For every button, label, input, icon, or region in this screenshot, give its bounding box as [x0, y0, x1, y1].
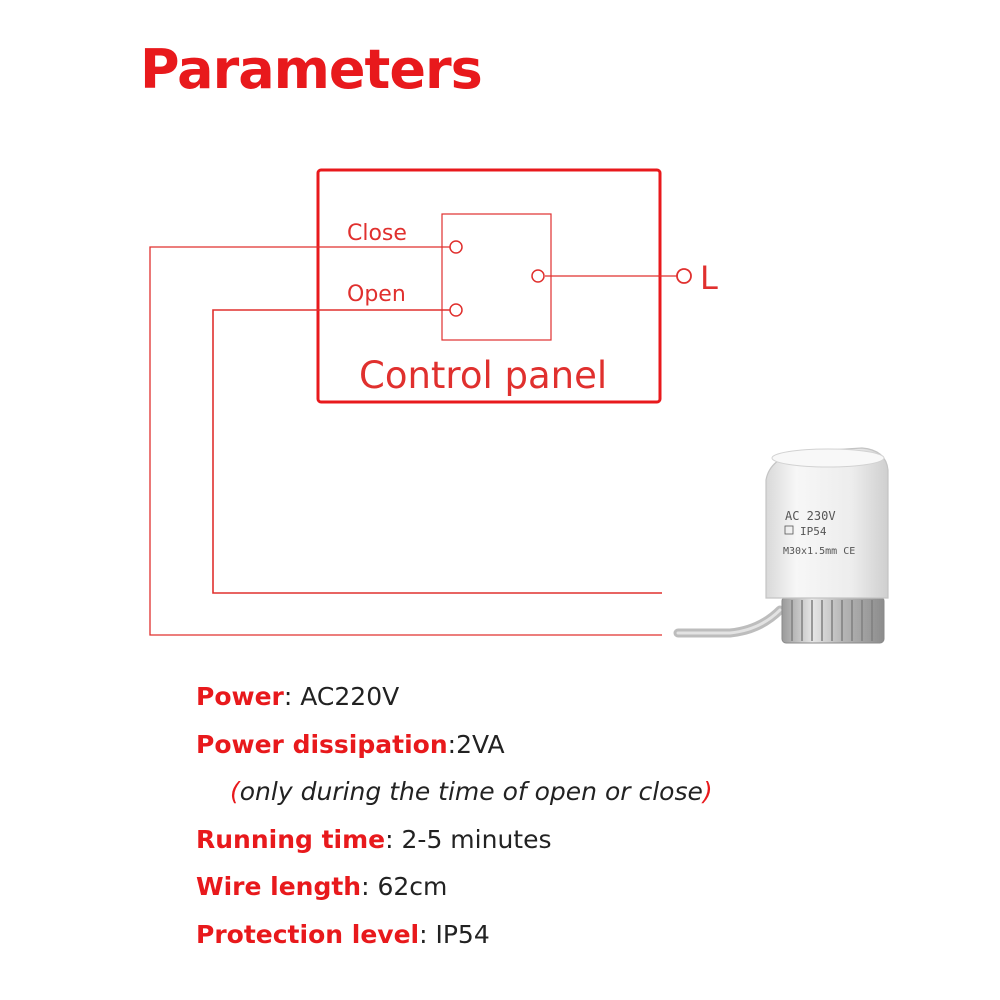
spec-power: Power: AC220V — [196, 675, 956, 723]
spec-power-value: AC220V — [300, 682, 400, 711]
close-wire — [149, 246, 662, 636]
switch-box — [441, 213, 552, 341]
spec-running-key: Running time — [196, 824, 386, 854]
spec-running-value: 2-5 minutes — [401, 824, 552, 854]
live-label: L — [700, 259, 718, 297]
spec-dissipation-note: (only during the time of open or close) — [196, 770, 956, 818]
spec-dissipation-sep: : — [447, 729, 457, 759]
spec-protection: Protection level: IP54 — [196, 913, 956, 961]
control-panel-label: Control panel — [359, 354, 607, 397]
spec-running-sep: : — [385, 824, 402, 854]
spec-wire-sep: : — [361, 872, 378, 901]
spec-dissipation: Power dissipation:2VA — [196, 723, 956, 771]
actuator-device: AC 230V IP54 M30x1.5mm CE — [673, 447, 889, 644]
close-label: Close — [347, 221, 407, 246]
spec-note-close: ) — [702, 777, 713, 806]
device-label-voltage: AC 230V — [785, 509, 836, 523]
open-label: Open — [347, 282, 406, 307]
device-body — [765, 447, 889, 599]
spec-running: Running time: 2-5 minutes — [196, 818, 956, 866]
control-panel-box — [316, 168, 662, 404]
spec-wire-key: Wire length — [196, 872, 362, 901]
device-nut — [781, 596, 885, 644]
spec-power-sep: : — [283, 682, 301, 711]
spec-wire-value: 62cm — [377, 872, 448, 901]
spec-wire: Wire length: 62cm — [196, 865, 956, 913]
page-title: Parameters — [140, 38, 483, 101]
close-terminal — [449, 240, 463, 254]
spec-dissipation-key: Power dissipation — [196, 729, 448, 759]
live-terminal — [676, 268, 692, 284]
spec-power-key: Power — [196, 682, 284, 711]
spec-dissipation-value: 2VA — [456, 729, 505, 759]
spec-protection-value: IP54 — [435, 919, 490, 949]
device-label-ip: IP54 — [800, 525, 827, 538]
open-terminal — [449, 303, 463, 317]
spec-note-open: ( — [230, 777, 240, 806]
open-wire — [212, 309, 662, 594]
common-terminal — [531, 269, 545, 283]
spec-protection-sep: : — [419, 919, 436, 949]
spec-protection-key: Protection level — [196, 919, 420, 949]
spec-list: Power: AC220V Power dissipation:2VA (onl… — [196, 675, 956, 960]
spec-note-text: only during the time of open or close — [239, 777, 703, 806]
device-label-thread: M30x1.5mm CE — [783, 546, 855, 557]
